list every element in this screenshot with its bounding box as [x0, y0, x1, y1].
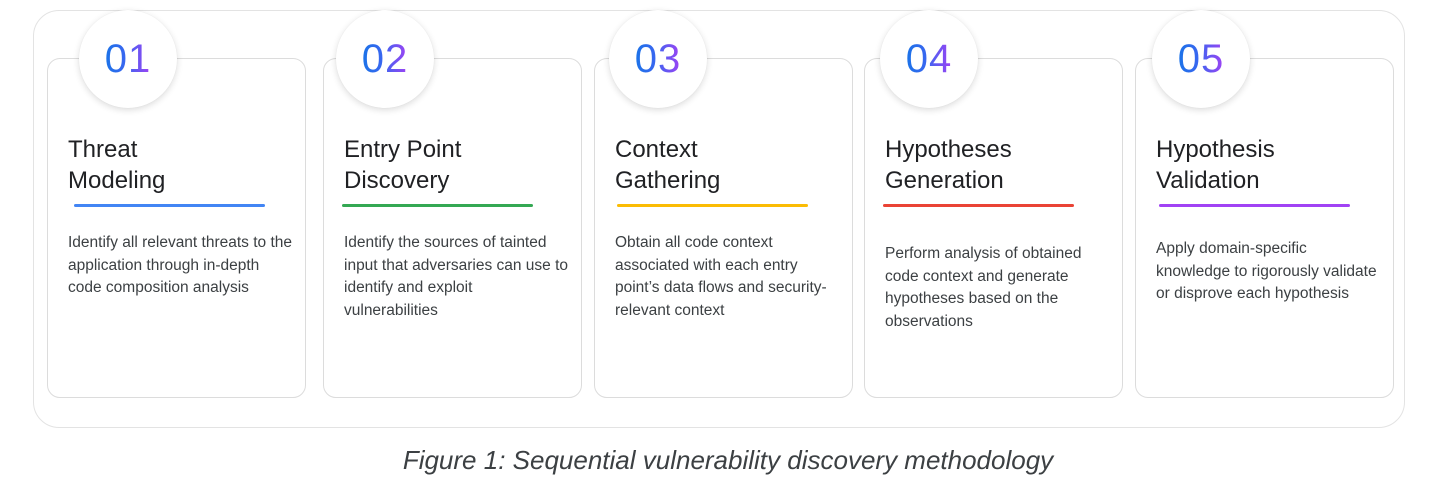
step-underline-4	[883, 204, 1074, 207]
step-underline-1	[74, 204, 265, 207]
step-number-badge-1: 01	[79, 10, 177, 108]
step-underline-5	[1159, 204, 1350, 207]
step-underline-3	[617, 204, 808, 207]
step-card-1	[47, 58, 306, 398]
step-number-badge-5: 05	[1152, 10, 1250, 108]
step-number-1: 01	[104, 37, 152, 81]
step-title-1: Threat Modeling	[68, 136, 166, 194]
step-number-badge-2: 02	[336, 10, 434, 108]
step-body-4: Hypotheses Generation Perform analysis o…	[864, 58, 1123, 398]
step-card-5	[1135, 58, 1394, 398]
step-title-4: Hypotheses Generation	[885, 136, 1012, 194]
step-body-3: Context Gathering Obtain all code contex…	[594, 58, 853, 398]
step-number-3: 03	[634, 37, 682, 81]
step-description-2: Identify the sources of tainted input th…	[344, 234, 569, 319]
step-description-5: Apply domain-specific knowledge to rigor…	[1156, 240, 1377, 302]
step-description-1: Identify all relevant threats to the app…	[68, 234, 293, 296]
step-title-3: Context Gathering	[615, 136, 721, 194]
step-number-badge-4: 04	[880, 10, 978, 108]
step-number-badge-3: 03	[609, 10, 707, 108]
step-card-4	[864, 58, 1123, 398]
step-number-2: 02	[361, 37, 409, 81]
step-card-2	[323, 58, 582, 398]
step-body-1: Threat Modeling Identify all relevant th…	[47, 58, 306, 398]
figure-caption: Figure 1: Sequential vulnerability disco…	[402, 445, 1054, 475]
step-title-2: Entry Point Discovery	[344, 136, 462, 194]
step-body-2: Entry Point Discovery Identify the sourc…	[323, 58, 582, 398]
step-title-5: Hypothesis Validation	[1156, 136, 1275, 194]
step-underline-2	[342, 204, 533, 207]
step-card-3	[594, 58, 853, 398]
step-number-4: 04	[905, 37, 953, 81]
step-number-5: 05	[1177, 37, 1225, 81]
step-body-5: Hypothesis Validation Apply domain-speci…	[1135, 58, 1394, 398]
step-description-3: Obtain all code context associated with …	[615, 234, 827, 319]
step-description-4: Perform analysis of obtained code contex…	[885, 245, 1082, 330]
